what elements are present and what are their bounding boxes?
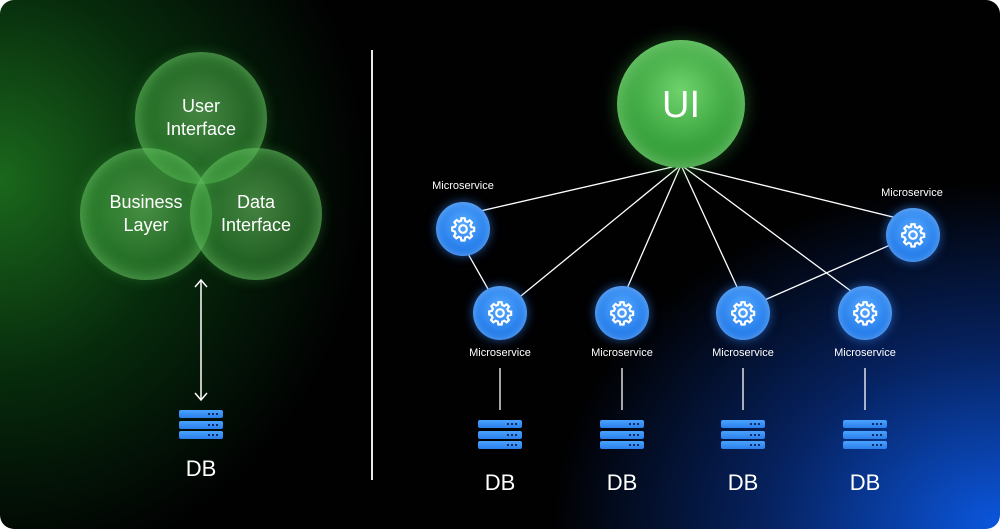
microservice-node: [473, 286, 527, 340]
double-arrow-icon: [194, 278, 208, 402]
gear-icon: [853, 301, 878, 326]
gear-icon: [731, 301, 756, 326]
db-label-left: DB: [185, 456, 217, 481]
microservice-node: [716, 286, 770, 340]
divider: [371, 50, 373, 480]
microservice-node: [595, 286, 649, 340]
gear-icon: [488, 301, 513, 326]
db-label: DB: [849, 470, 881, 495]
gear-icon: [610, 301, 635, 326]
database-icon: [600, 420, 644, 452]
microservice-label: Microservice: [591, 347, 653, 359]
business-layer-label: Business Layer: [109, 192, 183, 235]
microservice-label: Microservice: [881, 187, 943, 199]
microservice-label: Microservice: [432, 180, 494, 192]
gear-icon: [451, 217, 476, 242]
microservice-node: [886, 208, 940, 262]
user-interface-label: User Interface: [165, 96, 237, 139]
database-icon: [179, 410, 223, 442]
database-icon: [721, 420, 765, 452]
microservice-label: Microservice: [712, 347, 774, 359]
database-icon: [843, 420, 887, 452]
microservice-label: Microservice: [469, 347, 531, 359]
db-label: DB: [484, 470, 516, 495]
db-label: DB: [606, 470, 638, 495]
database-icon: [478, 420, 522, 452]
gear-icon: [901, 223, 926, 248]
db-label: DB: [727, 470, 759, 495]
ui-label: UI: [662, 84, 700, 126]
venn-circle-data-interface: [190, 148, 322, 280]
ui-node: [617, 40, 745, 168]
microservice-label: Microservice: [834, 347, 896, 359]
data-interface-label: Data Interface: [220, 192, 292, 235]
microservice-node: [838, 286, 892, 340]
microservice-node: [436, 202, 490, 256]
